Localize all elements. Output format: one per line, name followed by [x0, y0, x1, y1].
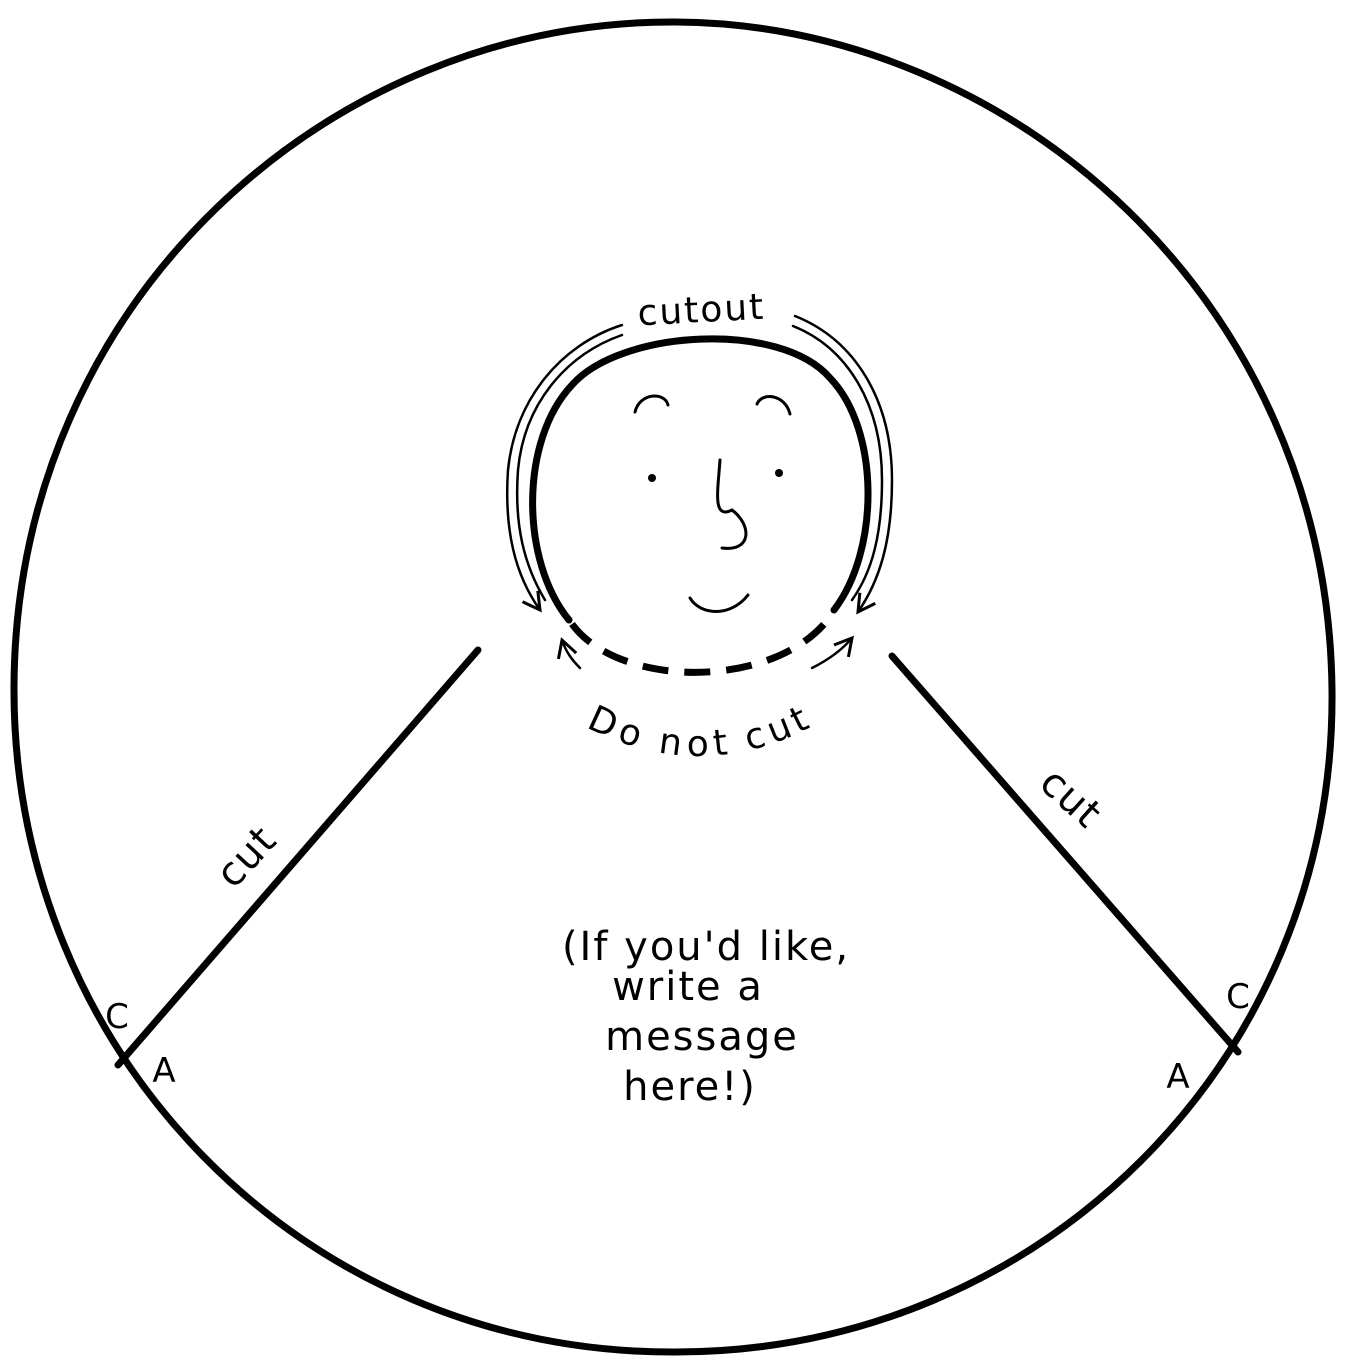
message-line-3: message — [605, 1014, 799, 1060]
right-eye — [775, 469, 783, 477]
do-not-cut-label: Do not cut — [582, 698, 816, 765]
left-eye — [648, 474, 656, 482]
left-a-label: A — [152, 1051, 175, 1091]
right-cut-line — [892, 656, 1238, 1052]
nose — [718, 460, 746, 548]
smile — [690, 595, 748, 612]
cutout-label: cutout — [637, 287, 767, 335]
do-not-cut-text: Do not cut — [582, 698, 816, 765]
left-c-label: C — [105, 997, 129, 1037]
smiling-face-icon — [635, 396, 790, 612]
right-a-label: A — [1166, 1057, 1189, 1097]
left-cut-line — [118, 650, 478, 1065]
message-line-4: here!) — [623, 1064, 757, 1110]
outer-circle — [14, 22, 1332, 1352]
head-fold-dashed — [572, 614, 832, 672]
left-eyebrow — [635, 396, 668, 412]
right-eyebrow — [757, 397, 790, 414]
head-cut-outline — [533, 339, 868, 620]
right-c-label: C — [1226, 977, 1250, 1017]
message-line-2: write a — [612, 964, 764, 1010]
message-block: (If you'd like, write a message here!) — [562, 924, 850, 1110]
